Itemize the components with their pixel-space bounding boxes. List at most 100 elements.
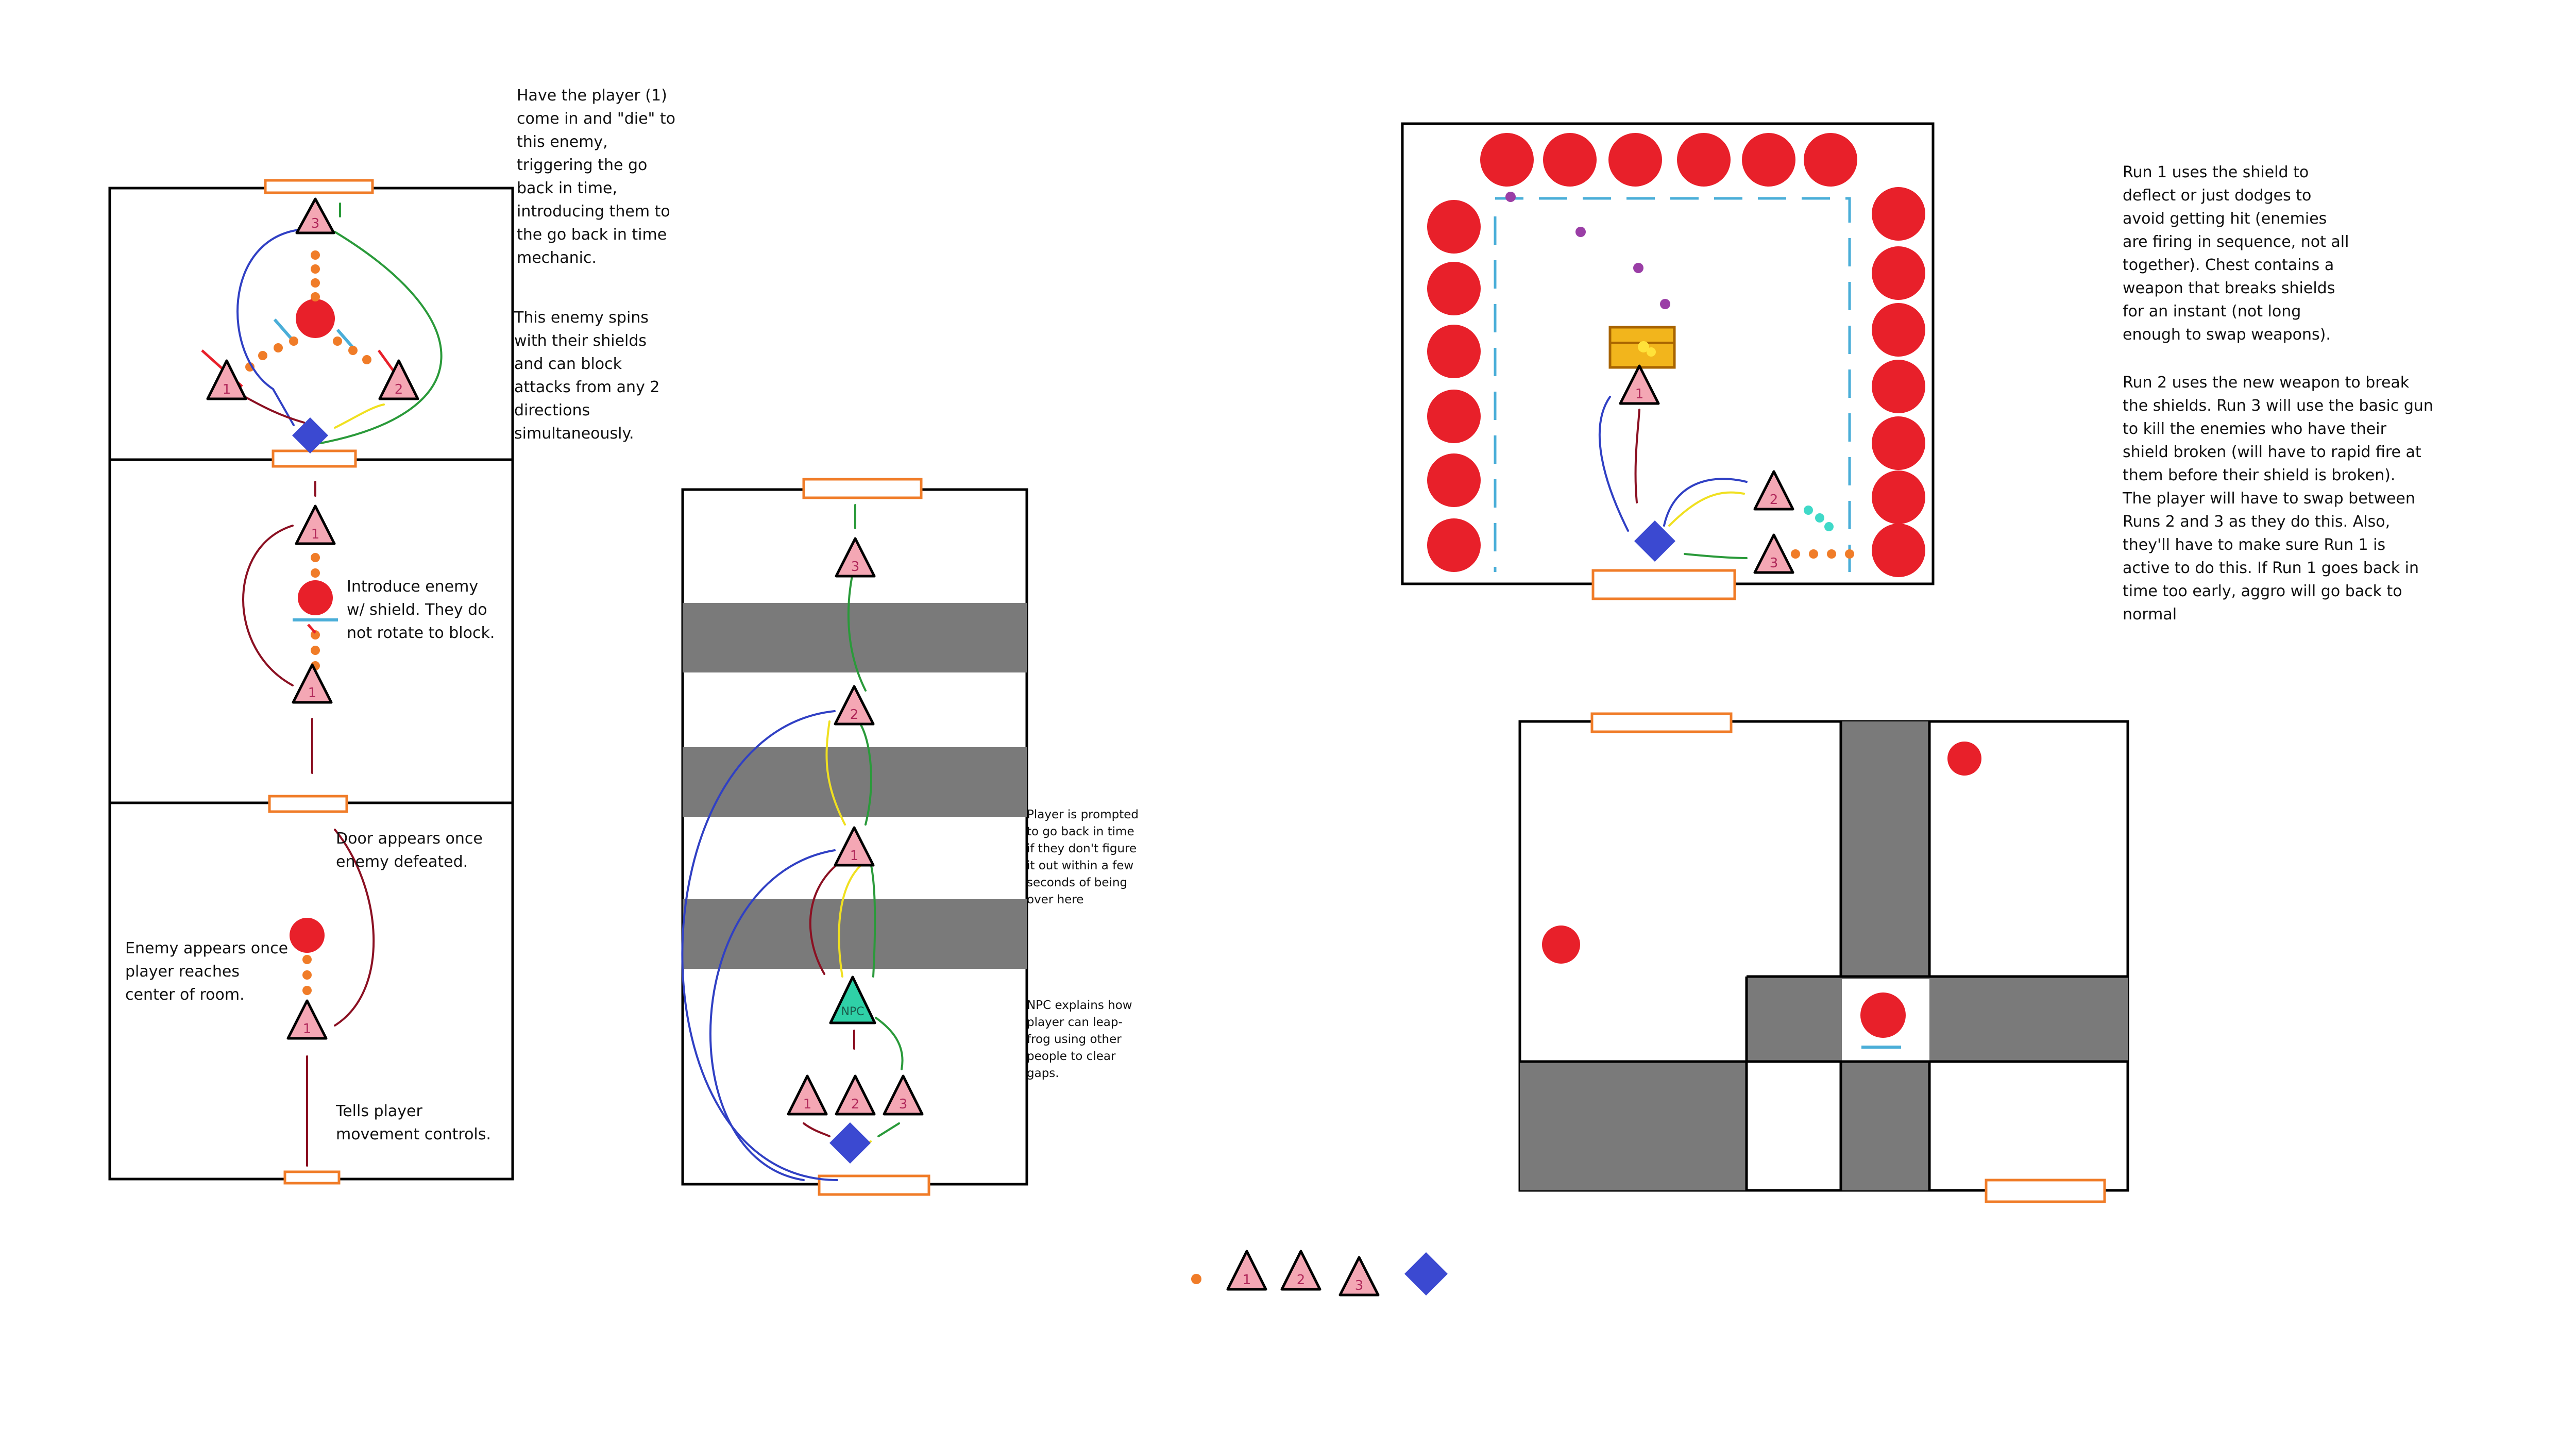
run-3-label: 3 [311,216,320,231]
door [818,1174,930,1196]
note-enemy-spins: This enemy spins with their shields and … [514,309,660,443]
enemy [1427,200,1481,254]
enemy [1480,133,1534,187]
enemy [1872,470,1925,524]
door [1985,1179,2106,1203]
gap-floor [1841,1062,1929,1190]
note-run-1: Run 1 uses the shield to deflect or just… [2123,163,2349,344]
enemy-bullet-trail [245,250,371,372]
enemy [1872,360,1925,413]
path-arrow-green [877,1122,900,1137]
path-arrow-blue [681,710,838,1181]
corridor-room [1518,712,2129,1203]
run-1-marker [834,826,875,867]
leap-frog-room: 3 2 1 NPC 1 2 3 [681,478,1028,1196]
enemy [1804,133,1857,187]
path-arrow-red [809,862,840,975]
enemy-bullet-trail [302,955,312,995]
run-1-marker [1619,364,1660,405]
path-arrow-yellow [1668,491,1745,527]
player-diamond [292,417,328,453]
door [268,795,348,813]
path-arrow-red [803,1122,831,1137]
enemy-bullet-trail [1791,549,1854,559]
door [264,179,374,194]
enemy [1872,416,1925,470]
path-arrow-green [875,1017,904,1070]
enemy [1427,390,1481,443]
bullet-legend-icon [1191,1274,1201,1284]
door [283,1170,341,1185]
run-2-legend-label: 2 [1297,1272,1306,1288]
run-3-marker [295,197,335,234]
run-1-legend [1226,1250,1267,1291]
note-door-appears: Door appears once enemy defeated. [336,830,483,871]
run-1-marker [292,663,333,704]
run-1-marker [787,1074,828,1116]
gap-floor [1841,721,1929,979]
run-2-label: 2 [395,382,403,397]
npc-marker [829,975,876,1024]
run-3-label: 3 [851,559,860,575]
gap-floor [1747,977,1842,1062]
run-1-label: 1 [850,848,859,864]
run-1-label: 1 [303,1021,312,1037]
run-2-marker [1753,470,1794,511]
player-diamond-legend [1404,1252,1448,1295]
run-2-label: 2 [851,1097,860,1112]
note-die-to-enemy: Have the player (1) come in and "die" to… [517,87,676,267]
run-3-marker [883,1074,924,1116]
enemy [1872,187,1925,241]
note-player-prompted: Player is prompted to go back in time if… [1027,808,1139,906]
enemy [1427,325,1481,378]
chest-item-icon [1638,341,1649,352]
run-1-label: 1 [223,382,231,397]
enemy-bullet-trail [1505,192,1670,309]
note-run-2: Run 2 uses the new weapon to break the s… [2123,374,2433,624]
spinning-shield-enemy [296,299,335,338]
run-1-legend-label: 1 [1243,1272,1251,1288]
path-arrow-yellow [825,720,846,826]
basic-enemy [290,918,325,953]
run-1-marker [286,999,328,1040]
note-enemy-appears: Enemy appears once player reaches center… [125,939,289,1004]
run-1-label: 1 [1635,386,1644,402]
path-arrow-green [859,723,872,826]
enemy [1427,262,1481,315]
enemy [1677,133,1731,187]
run-3-legend-label: 3 [1355,1278,1364,1293]
shield-enemy [1860,992,1906,1038]
run-3-marker [835,537,876,578]
run-2-label: 2 [1770,492,1778,508]
path-arrow-red [334,829,375,1027]
enemy [1608,133,1662,187]
enemy [1872,524,1925,577]
door [1590,712,1733,733]
path-arrow-green [1684,553,1748,559]
enemy [1427,518,1481,572]
path-arrow-green [319,231,443,444]
path-arrow-blue [1663,478,1748,527]
path-arrow-blue [236,228,304,426]
path-arrow-blue [1598,396,1629,532]
run-3-marker [1753,533,1794,574]
note-movement-controls: Tells player movement controls. [336,1102,491,1143]
path-arrow-red [1634,409,1640,503]
chest-item-icon [1647,347,1656,357]
player-diamond [1634,520,1675,562]
enemy [1742,133,1795,187]
npc-label: NPC [841,1005,864,1018]
path-arrow-blue [709,849,836,1181]
path-arrow-red [242,525,294,686]
shield [273,318,294,341]
path-arrow-green [870,862,876,978]
run-2-legend [1280,1250,1321,1291]
legend: 1 2 3 [1191,1250,1448,1297]
run-1-marker [295,504,336,545]
shield-enemy [298,580,333,615]
run-2-marker [834,685,875,726]
gap-floor [683,899,1027,969]
enemy [1872,246,1925,300]
cross-mark-icon [307,624,316,634]
